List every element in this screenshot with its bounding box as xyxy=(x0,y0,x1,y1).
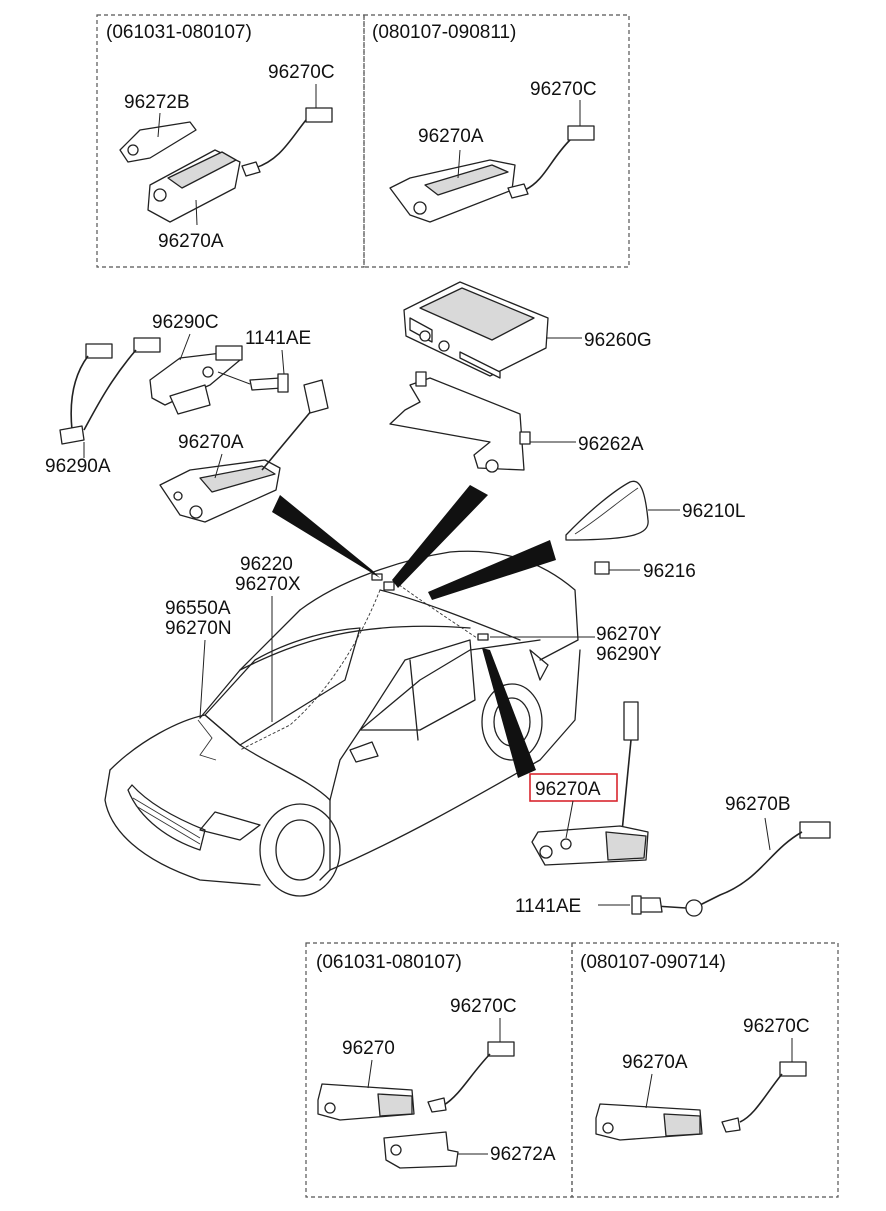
plate-96262a xyxy=(389,377,525,471)
bottom-left-variant-box: (061031-080107) 96270C 96270 96272A xyxy=(305,942,573,1198)
label-96550a[interactable]: 96550A xyxy=(165,598,231,619)
label-96270a-highlighted[interactable]: 96270A xyxy=(535,779,601,800)
label-96290a[interactable]: 96290A xyxy=(45,456,111,477)
label-96270a-tr[interactable]: 96270A xyxy=(418,126,484,147)
label-1141ae-top[interactable]: 1141AE xyxy=(245,328,311,349)
bottom-right-range: (080107-090714) xyxy=(580,952,726,973)
label-96270c-br[interactable]: 96270C xyxy=(743,1016,810,1037)
label-96270c[interactable]: 96270C xyxy=(268,62,335,83)
label-96262a[interactable]: 96262A xyxy=(578,434,644,455)
cable-96270b-group: 96270B 1141AE xyxy=(515,794,831,917)
label-96270a-br[interactable]: 96270A xyxy=(622,1052,688,1073)
label-96270y[interactable]: 96270Y xyxy=(596,624,662,645)
label-96210l[interactable]: 96210L xyxy=(682,501,745,522)
label-96270c-tr[interactable]: 96270C xyxy=(530,79,597,100)
label-1141ae-bottom[interactable]: 1141AE xyxy=(515,896,581,917)
cable-group: 96290C 1141AE 96290A 96270A xyxy=(45,312,329,523)
shark-fin-group: 96210L 96216 xyxy=(565,480,745,582)
bracket-96272a xyxy=(383,1131,459,1169)
label-96260g[interactable]: 96260G xyxy=(584,330,652,351)
bracket-part xyxy=(119,121,197,163)
top-right-variant-box: (080107-090811) 96270C 96270A xyxy=(363,14,630,268)
pointer-wedge-1 xyxy=(272,495,380,578)
label-96270b[interactable]: 96270B xyxy=(725,794,791,815)
label-96216[interactable]: 96216 xyxy=(643,561,696,582)
top-right-range: (080107-090811) xyxy=(372,22,516,43)
label-96290y[interactable]: 96290Y xyxy=(596,644,662,665)
bracket-96290c xyxy=(149,351,241,406)
label-96272b[interactable]: 96272B xyxy=(124,92,190,113)
module-group: 96260G 96262A xyxy=(389,281,652,473)
top-left-variant-box: (061031-080107) 96272B 96270C 96270A xyxy=(96,14,365,268)
label-96272a-bl[interactable]: 96272A xyxy=(490,1144,556,1165)
label-96270a[interactable]: 96270A xyxy=(158,231,224,252)
connector xyxy=(305,107,333,123)
pointer-wedge-3 xyxy=(428,540,556,600)
pointer-wedge-2 xyxy=(392,485,488,588)
label-96220[interactable]: 96220 xyxy=(240,554,293,575)
label-96270a-mid[interactable]: 96270A xyxy=(178,432,244,453)
bottom-left-range: (061031-080107) xyxy=(316,952,462,973)
pointer-wedge-4 xyxy=(482,648,536,778)
bottom-right-variant-box: (080107-090714) 96270C 96270A xyxy=(571,942,839,1198)
label-96270-bl[interactable]: 96270 xyxy=(342,1038,395,1059)
label-96270c-bl[interactable]: 96270C xyxy=(450,996,517,1017)
highlight-box xyxy=(529,773,618,802)
car-illustration xyxy=(104,550,595,897)
label-96290c[interactable]: 96290C xyxy=(152,312,219,333)
label-96270n[interactable]: 96270N xyxy=(165,618,232,639)
bracket-hole xyxy=(127,144,139,156)
label-96270x[interactable]: 96270X xyxy=(235,574,301,595)
highlighted-part-group: 96270A xyxy=(529,701,649,866)
top-left-range: (061031-080107) xyxy=(106,22,252,43)
